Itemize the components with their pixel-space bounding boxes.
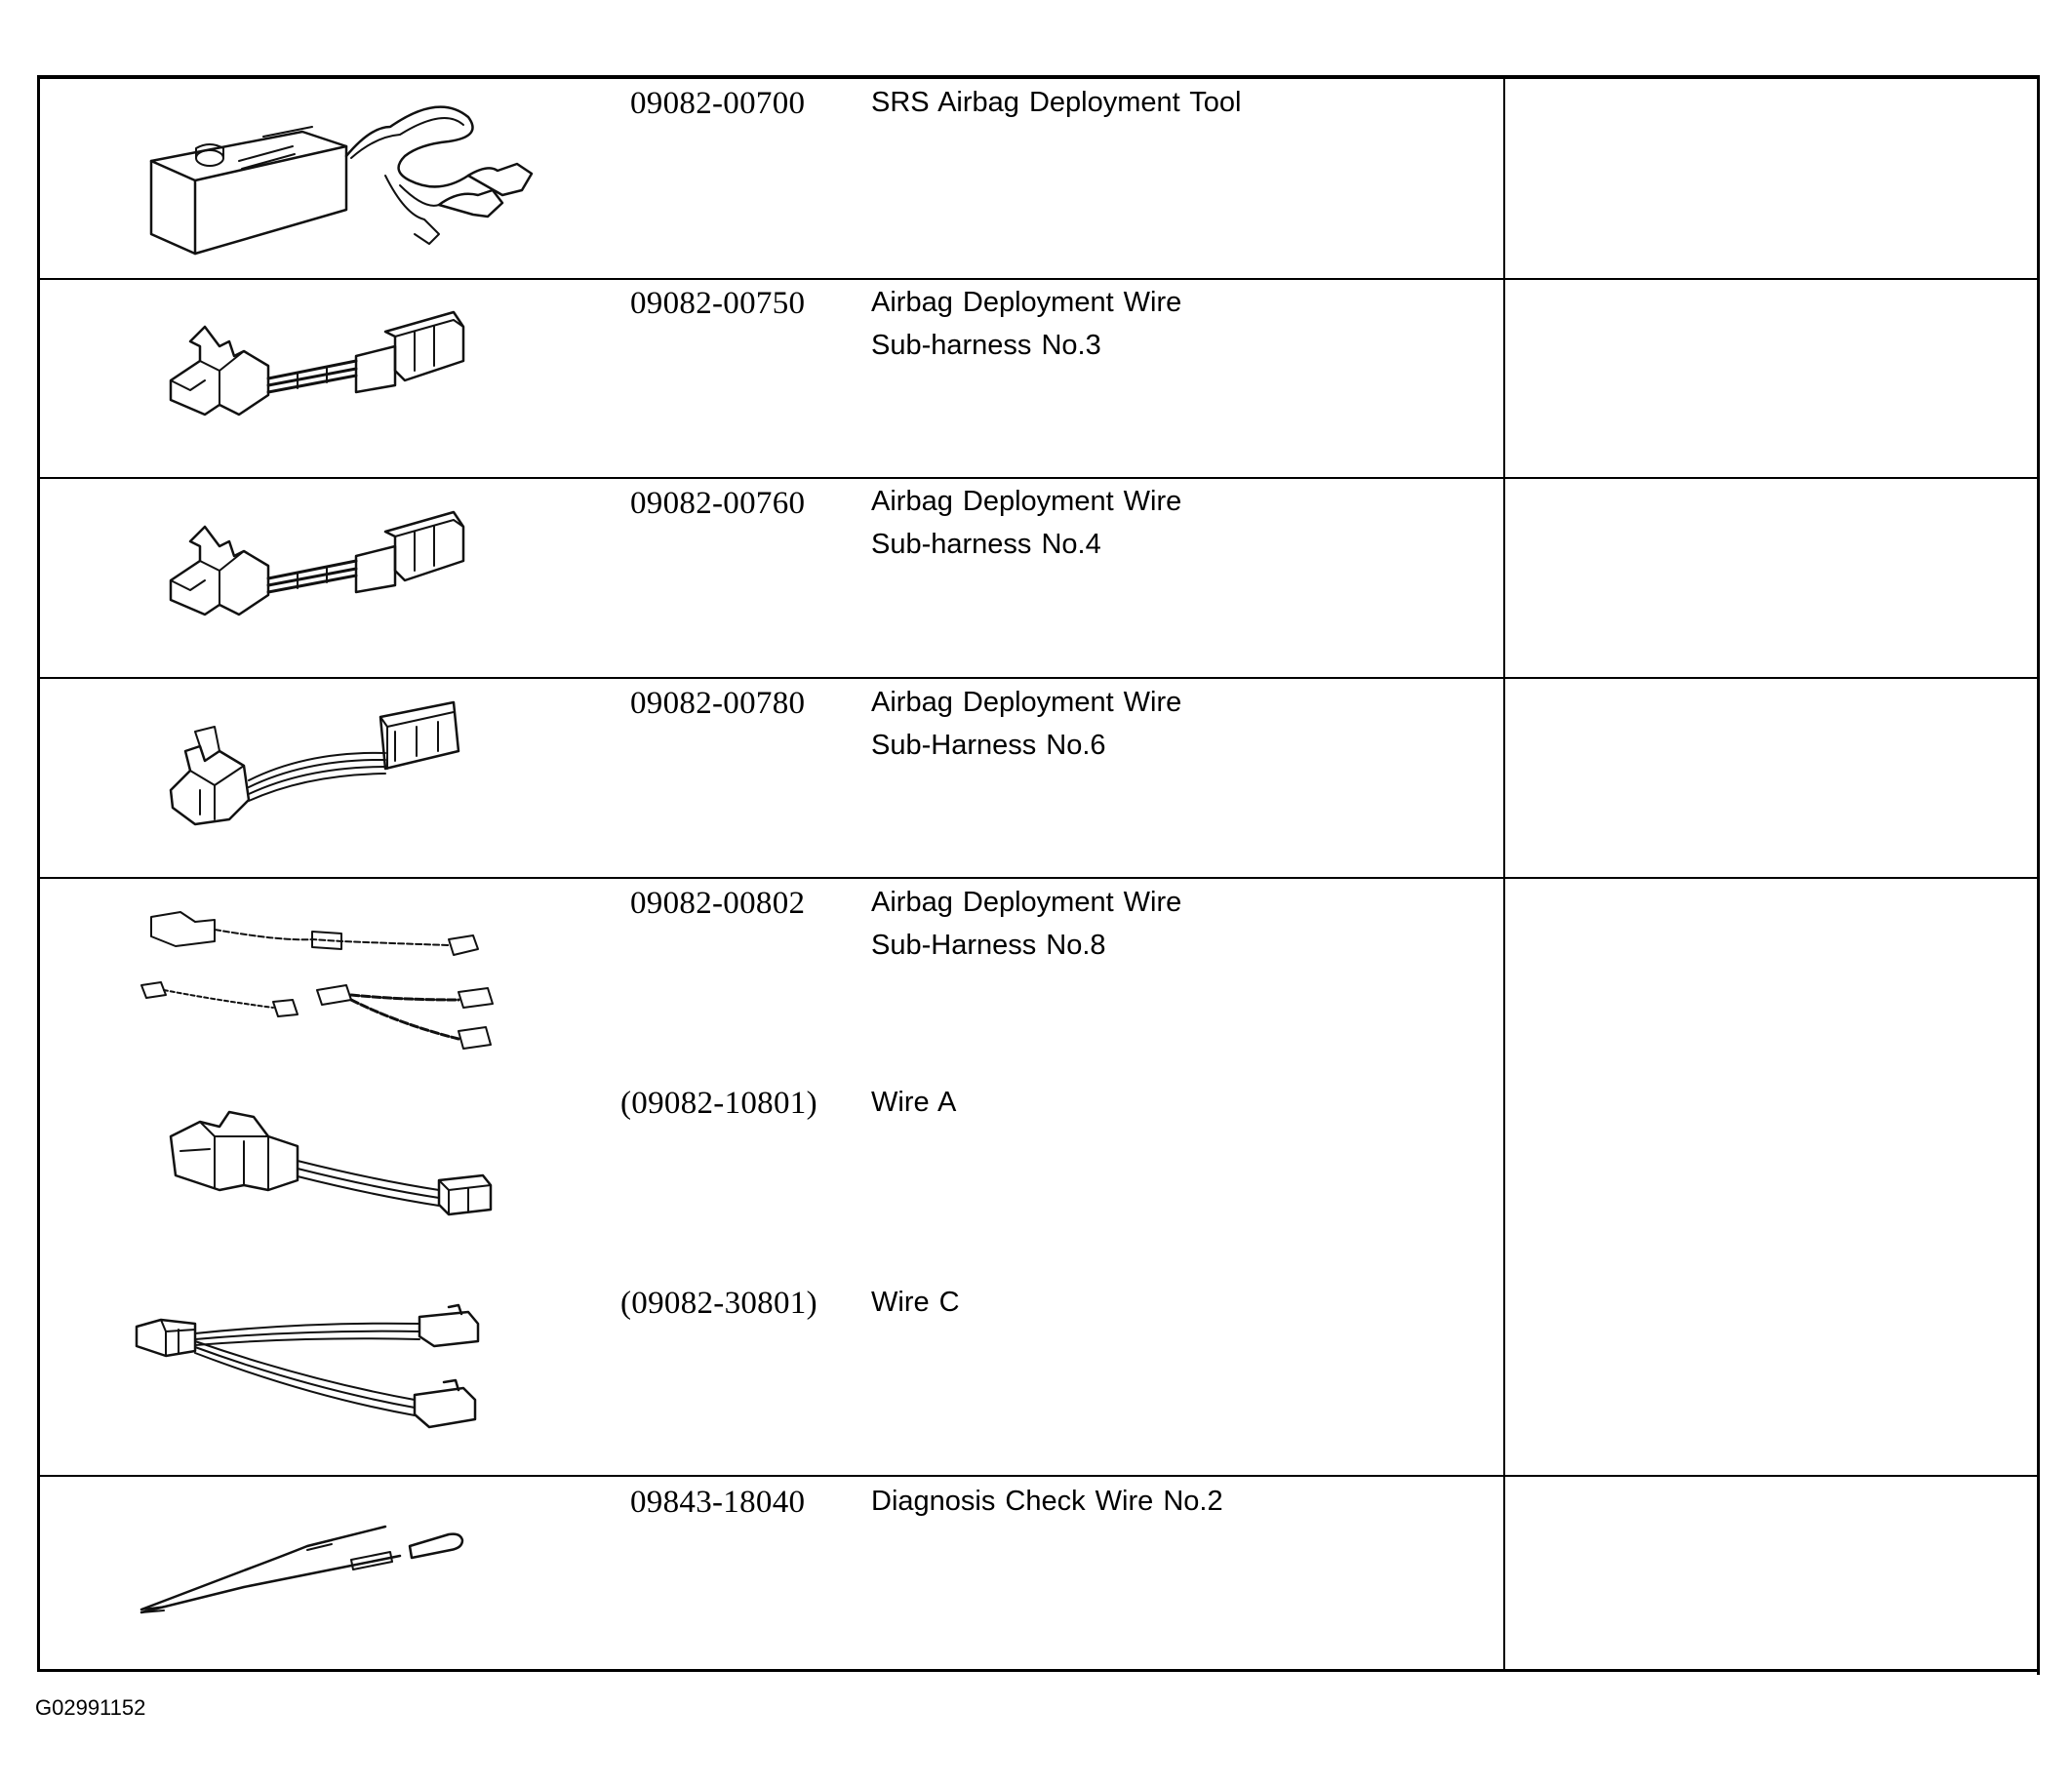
description-line: Sub-Harness No.8 [871, 930, 1106, 961]
description-line: Sub-harness No.4 [871, 529, 1101, 560]
part-description: Airbag Deployment Wire Sub-harness No.4 [871, 480, 1181, 566]
description-line: Sub-harness No.3 [871, 330, 1101, 361]
row-divider [40, 877, 2040, 879]
part-number: 09082-00750 [630, 286, 806, 321]
part-description: Diagnosis Check Wire No.2 [871, 1480, 1223, 1523]
description-line: SRS Airbag Deployment Tool [871, 87, 1242, 118]
sub-part-number: (09082-10801) [620, 1086, 817, 1121]
row-divider [40, 1475, 2040, 1477]
table-border-right [2037, 75, 2040, 1675]
sub-harness-no6-icon [161, 693, 483, 849]
row-divider [40, 677, 2040, 679]
sub-part-number: (09082-30801) [620, 1286, 817, 1321]
part-description: Airbag Deployment Wire Sub-Harness No.8 [871, 881, 1181, 967]
row-divider [40, 278, 2040, 280]
part-description: Airbag Deployment Wire Sub-harness No.3 [871, 281, 1181, 367]
diagnosis-check-wire-icon [137, 1517, 468, 1624]
part-number: 09082-00760 [630, 486, 806, 521]
figure-id: G02991152 [35, 1695, 146, 1720]
wire-c-icon [132, 1302, 493, 1449]
description-line: Airbag Deployment Wire [871, 486, 1182, 517]
part-description: Airbag Deployment Wire Sub-Harness No.6 [871, 681, 1181, 767]
sub-harness-no3-icon [161, 293, 483, 449]
part-number: 09082-00700 [630, 86, 806, 121]
sst-table [37, 75, 2040, 1675]
deployment-tool-icon [146, 98, 556, 263]
row-divider [40, 477, 2040, 479]
sub-part-description: Wire C [871, 1287, 960, 1318]
sub-part-description: Wire A [871, 1087, 957, 1118]
part-number: 09843-18040 [630, 1485, 806, 1520]
wire-a-icon [161, 1102, 502, 1239]
sub-harness-no4-icon [161, 493, 483, 649]
part-number: 09082-00780 [630, 686, 806, 721]
part-description: SRS Airbag Deployment Tool [871, 81, 1241, 124]
description-line: Sub-Harness No.6 [871, 730, 1106, 761]
table-column-divider [1503, 79, 1505, 1669]
sub-harness-no8-set-icon [137, 902, 507, 1058]
description-line: Airbag Deployment Wire [871, 887, 1182, 918]
description-line: Airbag Deployment Wire [871, 287, 1182, 318]
part-number: 09082-00802 [630, 886, 806, 921]
description-line: Diagnosis Check Wire No.2 [871, 1486, 1223, 1517]
description-line: Airbag Deployment Wire [871, 687, 1182, 718]
